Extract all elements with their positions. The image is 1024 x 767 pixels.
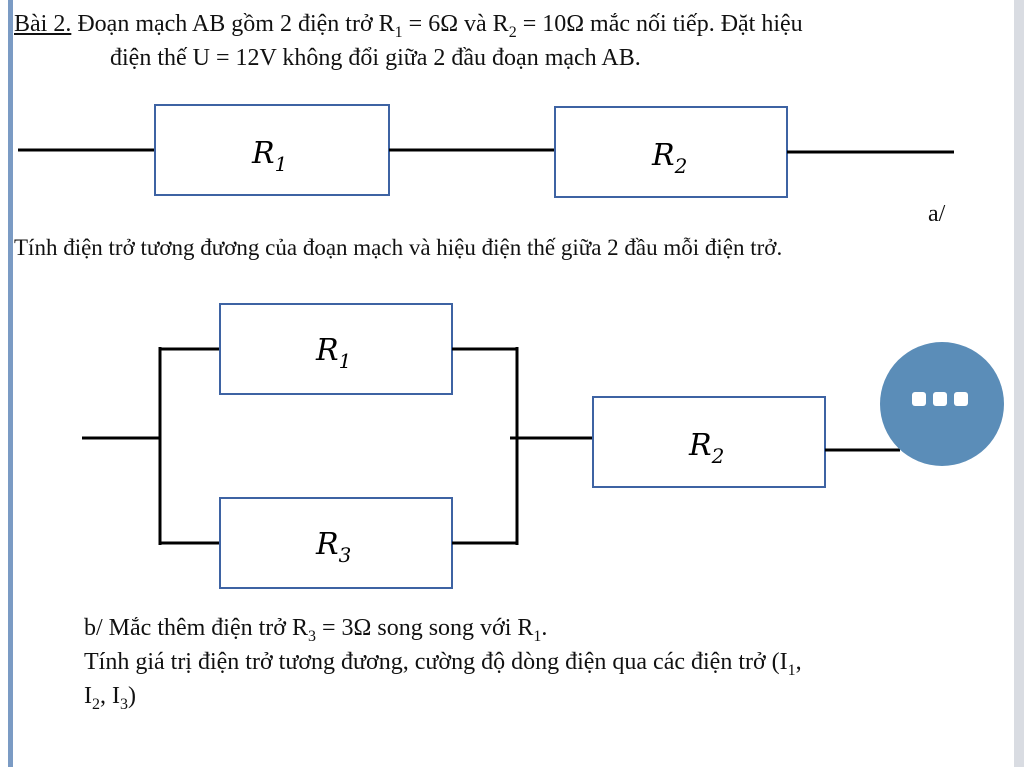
part-a-label: a/ <box>928 201 946 227</box>
resistor-b-r1 <box>219 303 453 395</box>
label-a-r1: R1 <box>251 136 287 176</box>
part-b-r1-sub: 1 <box>533 627 542 645</box>
label-b-r2: R2 <box>688 428 724 468</box>
intro-text-3: = 10Ω mắc nối tiếp. Đặt hiệu <box>516 11 803 37</box>
more-dots-icon <box>912 392 926 406</box>
label-b-r1: R1 <box>315 333 351 373</box>
resistor-a-r2 <box>554 106 788 198</box>
intro-text-2: = 6Ω và R <box>402 11 509 37</box>
part-b-line1: b/ Mắc thêm điện trở R3 = 3Ω song song v… <box>84 614 548 645</box>
part-b-text-1: b/ Mắc thêm điện trở R <box>84 615 308 641</box>
part-b-line2-end: , <box>795 649 802 675</box>
r2-subscript: 2 <box>508 23 517 41</box>
intro-text-1: Đoạn mạch AB gồm 2 điện trở R <box>77 11 395 37</box>
more-dot-2 <box>933 392 947 406</box>
circuit-b-mixed: R1 R3 R2 <box>82 303 900 589</box>
problem-intro-line2: điện thế U = 12V không đổi giữa 2 đầu đo… <box>110 45 641 71</box>
problem-title: Bài 2. <box>14 11 72 37</box>
resistor-b-r2 <box>592 396 826 488</box>
part-b-line2: Tính giá trị điện trở tương đương, cường… <box>84 648 802 679</box>
part-b-text-2: = 3Ω song song với R <box>315 615 534 641</box>
right-scrollbar[interactable] <box>1014 0 1024 767</box>
part-b-line2-text: Tính giá trị điện trở tương đương, cường… <box>84 649 788 675</box>
circuit-a-series: R1 R2 <box>18 104 954 198</box>
part-b-i2-sub: 2 <box>92 695 100 713</box>
part-b-sep: , I <box>100 683 120 709</box>
part-b-i2-letter: I <box>84 683 92 709</box>
r1-subscript: 1 <box>394 23 403 41</box>
resistor-a-r1 <box>154 104 390 196</box>
problem-intro-line1: Bài 2. Đoạn mạch AB gồm 2 điện trở R1 = … <box>14 10 803 41</box>
part-b-text-3: . <box>541 615 548 641</box>
part-b-r3-sub: 3 <box>307 627 316 645</box>
part-b-i3-sub: 3 <box>120 695 128 713</box>
part-b-i1-sub: 1 <box>787 661 796 679</box>
label-a-r2: R2 <box>651 138 687 178</box>
more-dot-3 <box>954 392 968 406</box>
part-a-question: Tính điện trở tương đương của đoạn mạch … <box>14 235 783 260</box>
part-b-line3: I2, I3) <box>84 682 136 713</box>
part-b-line3-end: ) <box>128 683 136 709</box>
more-options-button[interactable] <box>880 342 1004 466</box>
left-margin-bar <box>8 0 13 767</box>
label-b-r3: R3 <box>315 527 351 567</box>
